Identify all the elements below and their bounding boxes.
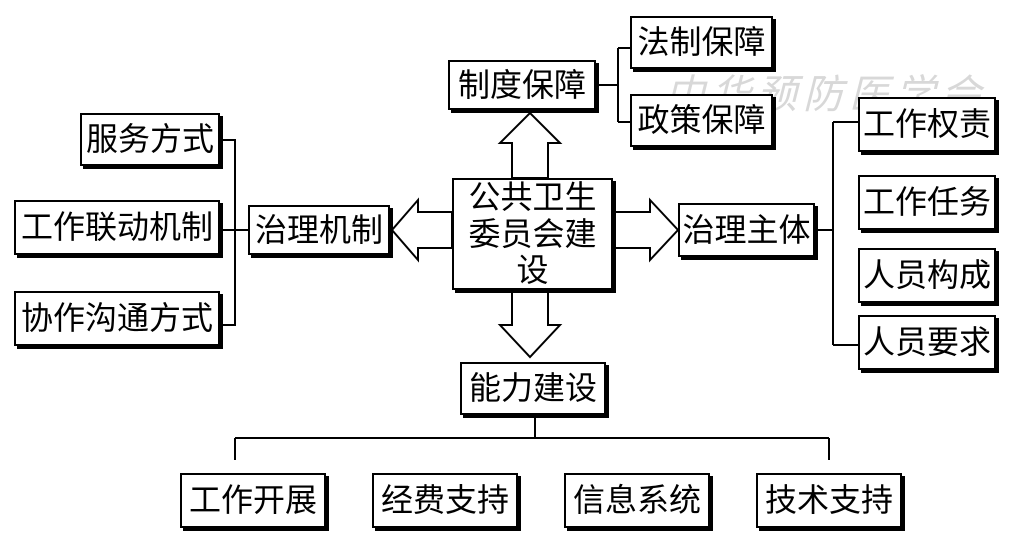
center-node: 公共卫生委员会建设 (452, 178, 613, 290)
right-child-node: 人员要求 (858, 315, 996, 370)
bottom-child-node: 技术支持 (756, 473, 902, 528)
arrow-left-to-left (390, 197, 453, 263)
top-child-node: 法制保障 (630, 16, 773, 69)
top-title-node: 制度保障 (448, 60, 596, 110)
bracket-right (815, 121, 858, 346)
bottom-child-node: 经费支持 (372, 473, 518, 528)
left-child-node: 协作沟通方式 (14, 291, 220, 346)
bottom-child-node: 工作开展 (180, 473, 326, 528)
bracket-left (220, 139, 248, 326)
tree-bottom (234, 415, 830, 460)
arrow-up-to-top (497, 111, 563, 179)
arrow-down-to-bottom (497, 289, 563, 359)
top-child-node: 政策保障 (630, 94, 773, 147)
right-child-node: 工作任务 (858, 175, 996, 230)
bottom-title-node: 能力建设 (460, 362, 606, 415)
left-title-node: 治理机制 (248, 205, 390, 255)
bottom-child-node: 信息系统 (564, 473, 710, 528)
left-child-node: 工作联动机制 (14, 200, 220, 255)
arrow-right-to-right (612, 197, 680, 263)
right-child-node: 人员构成 (858, 248, 996, 303)
left-child-node: 服务方式 (80, 113, 220, 166)
right-title-node: 治理主体 (678, 203, 815, 257)
right-child-node: 工作权责 (858, 97, 996, 152)
bracket-top (596, 47, 630, 123)
